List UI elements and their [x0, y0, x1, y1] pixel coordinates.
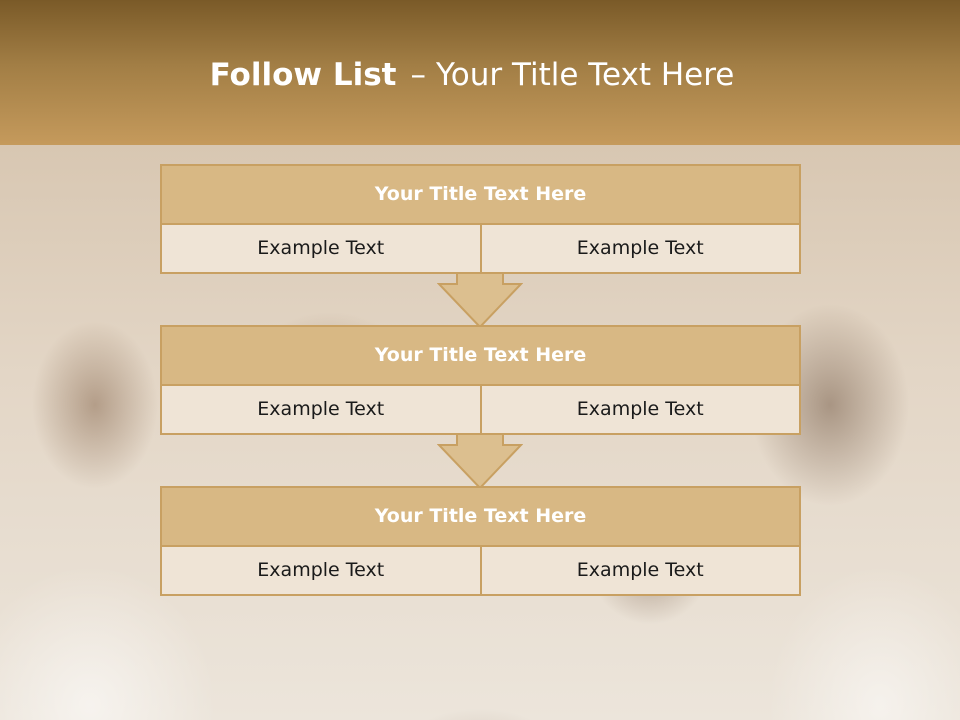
slide-title-separator: –: [410, 57, 426, 93]
step-cell-left[interactable]: Example Text: [162, 386, 480, 433]
step-cell-left[interactable]: Example Text: [162, 225, 480, 272]
step-row: Example Text Example Text: [162, 547, 799, 594]
slide-title-bold: Follow List: [209, 57, 397, 93]
slide-title[interactable]: Follow List–Your Title Text Here: [0, 52, 944, 98]
step-box-3[interactable]: Your Title Text Here Example Text Exampl…: [160, 486, 801, 596]
title-bar: Follow List–Your Title Text Here: [0, 0, 960, 145]
step-cell-right[interactable]: Example Text: [479, 386, 799, 433]
step-row: Example Text Example Text: [162, 386, 799, 433]
step-row: Example Text Example Text: [162, 225, 799, 272]
step-cell-right[interactable]: Example Text: [479, 547, 799, 594]
step-cell-right[interactable]: Example Text: [479, 225, 799, 272]
step-box-2[interactable]: Your Title Text Here Example Text Exampl…: [160, 325, 801, 435]
step-title[interactable]: Your Title Text Here: [162, 166, 799, 225]
down-arrow-icon: [437, 270, 523, 328]
step-box-1[interactable]: Your Title Text Here Example Text Exampl…: [160, 164, 801, 274]
down-arrow-icon: [437, 431, 523, 489]
step-cell-left[interactable]: Example Text: [162, 547, 480, 594]
step-title[interactable]: Your Title Text Here: [162, 327, 799, 386]
slide-title-rest: Your Title Text Here: [435, 57, 735, 93]
step-title[interactable]: Your Title Text Here: [162, 488, 799, 547]
